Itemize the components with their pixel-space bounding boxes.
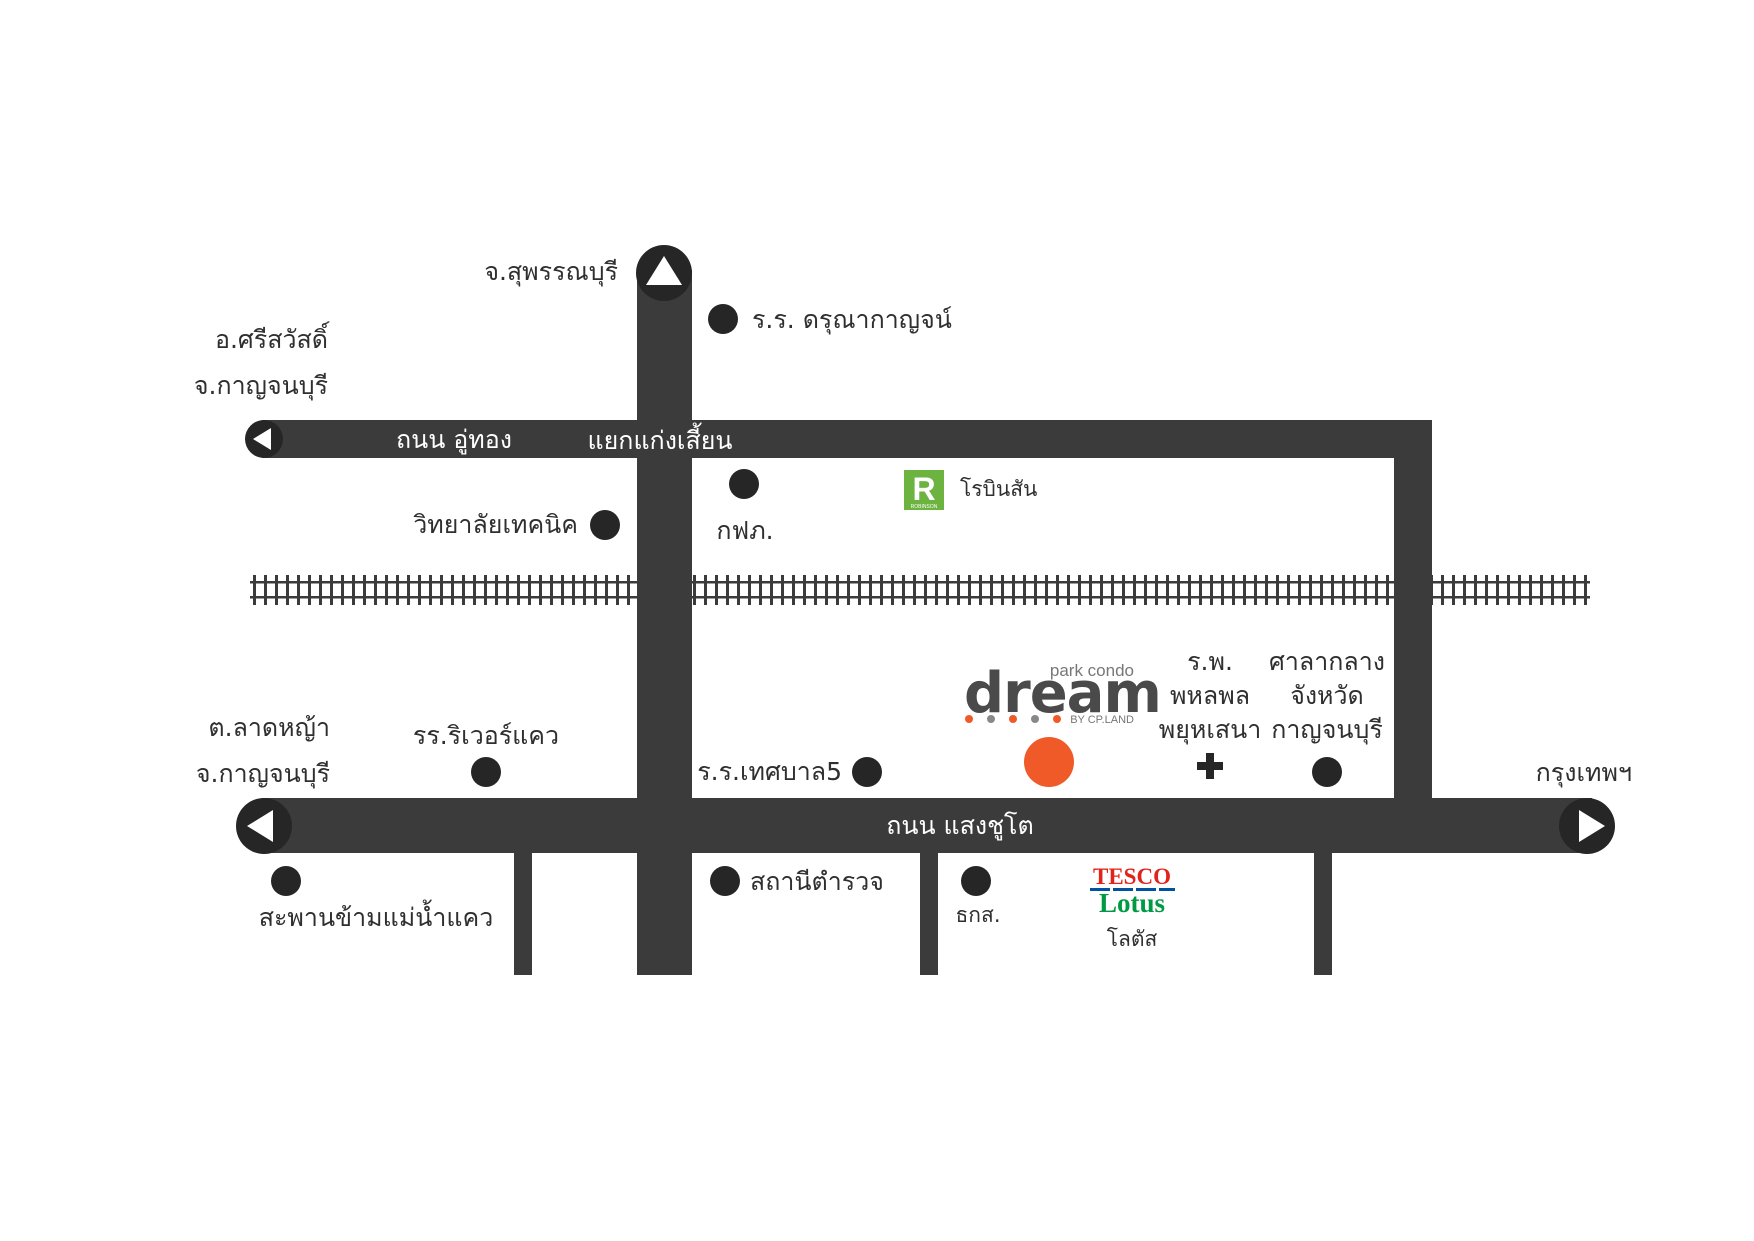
label-pea: กฟภ. <box>716 516 773 545</box>
destination-west-upper-1: อ.ศรีสวัสดิ์ <box>215 321 330 354</box>
road-north-south-main <box>637 270 692 975</box>
label-baac: ธกส. <box>955 903 1000 927</box>
label-technical-college: วิทยาลัยเทคนิค <box>413 510 578 539</box>
dream-logo-dot-2 <box>987 715 995 723</box>
dream-logo-main-text: dream <box>964 661 1161 726</box>
label-thesaban5-school: ร.ร.เทศบาล5 <box>697 757 842 786</box>
marker-river-kwai-hotel <box>471 757 501 787</box>
destination-west-lower-2: จ.กาญจนบุรี <box>196 759 330 789</box>
label-city-hall-1: ศาลากลาง <box>1269 647 1385 676</box>
label-hospital-2: พหลพล <box>1170 681 1250 710</box>
dream-park-condo-logo: park condo dream BY CP.LAND <box>964 661 1162 726</box>
road-saeng-chuto <box>262 798 1592 853</box>
arrow-west-upper-icon <box>245 420 283 458</box>
label-hospital-1: ร.พ. <box>1187 647 1233 676</box>
destination-north: จ.สุพรรณบุรี <box>484 257 618 287</box>
hospital-cross-icon <box>1197 753 1223 779</box>
road-branch-bridge <box>514 852 532 975</box>
label-city-hall-3: กาญจนบุรี <box>1271 715 1383 745</box>
arrow-east-icon <box>1559 798 1615 854</box>
road-branch-east <box>1314 852 1332 975</box>
marker-baac <box>961 866 991 896</box>
lotus-logo-word: Lotus <box>1099 888 1165 918</box>
marker-darunakanchana-school <box>708 304 738 334</box>
marker-thesaban5-school <box>852 757 882 787</box>
dream-logo-dot-5 <box>1053 715 1061 723</box>
road-u-thong <box>262 420 1432 458</box>
robinson-logo-mark: R <box>912 471 935 507</box>
dream-logo-dot-1 <box>965 715 973 723</box>
label-police-station: สถานีตำรวจ <box>750 867 884 896</box>
label-river-kwai-hotel: รร.ริเวอร์แคว <box>413 721 559 750</box>
label-lotus: โลตัส <box>1107 927 1158 951</box>
label-darunakanchana-school: ร.ร. ดรุณากาญจน์ <box>752 305 952 335</box>
railway <box>250 575 1590 605</box>
label-city-hall-2: จังหวัด <box>1290 681 1364 710</box>
dream-logo-dot-3 <box>1009 715 1017 723</box>
marker-city-hall <box>1312 757 1342 787</box>
label-hospital-3: พยุหเสนา <box>1159 715 1262 745</box>
marker-pea <box>729 469 759 499</box>
road-label-u-thong: ถนน อู่ทอง <box>396 425 512 455</box>
robinson-logo-word: ROBINSON <box>911 504 938 510</box>
marker-police-station <box>710 866 740 896</box>
dream-logo-small-text: park condo <box>1050 661 1134 680</box>
arrow-north-icon <box>636 245 692 301</box>
label-robinson: โรบินสัน <box>960 477 1037 501</box>
marker-project <box>1024 737 1074 787</box>
destination-west-lower-1: ต.ลาดหญ้า <box>208 713 330 742</box>
tesco-lotus-logo: TESCO Lotus <box>1090 864 1175 918</box>
dream-logo-by-text: BY CP.LAND <box>1070 714 1134 726</box>
arrow-west-lower-icon <box>236 798 292 854</box>
robinson-logo: R ROBINSON <box>904 470 944 510</box>
road-branch-baac <box>920 852 938 975</box>
road-network <box>262 270 1592 975</box>
label-bridge: สะพานข้ามแม่น้ำแคว <box>259 899 494 932</box>
road-label-junction: แยกแก่งเสี้ยน <box>588 422 733 455</box>
marker-technical-college <box>590 510 620 540</box>
destination-east: กรุงเทพฯ <box>1536 758 1632 788</box>
destination-west-upper-2: จ.กาญจนบุรี <box>194 371 328 401</box>
dream-logo-dot-4 <box>1031 715 1039 723</box>
marker-bridge <box>271 866 301 896</box>
road-east-loop <box>1394 420 1432 852</box>
road-label-saeng-chuto: ถนน แสงชูโต <box>886 811 1033 841</box>
tesco-logo-word: TESCO <box>1093 864 1171 889</box>
